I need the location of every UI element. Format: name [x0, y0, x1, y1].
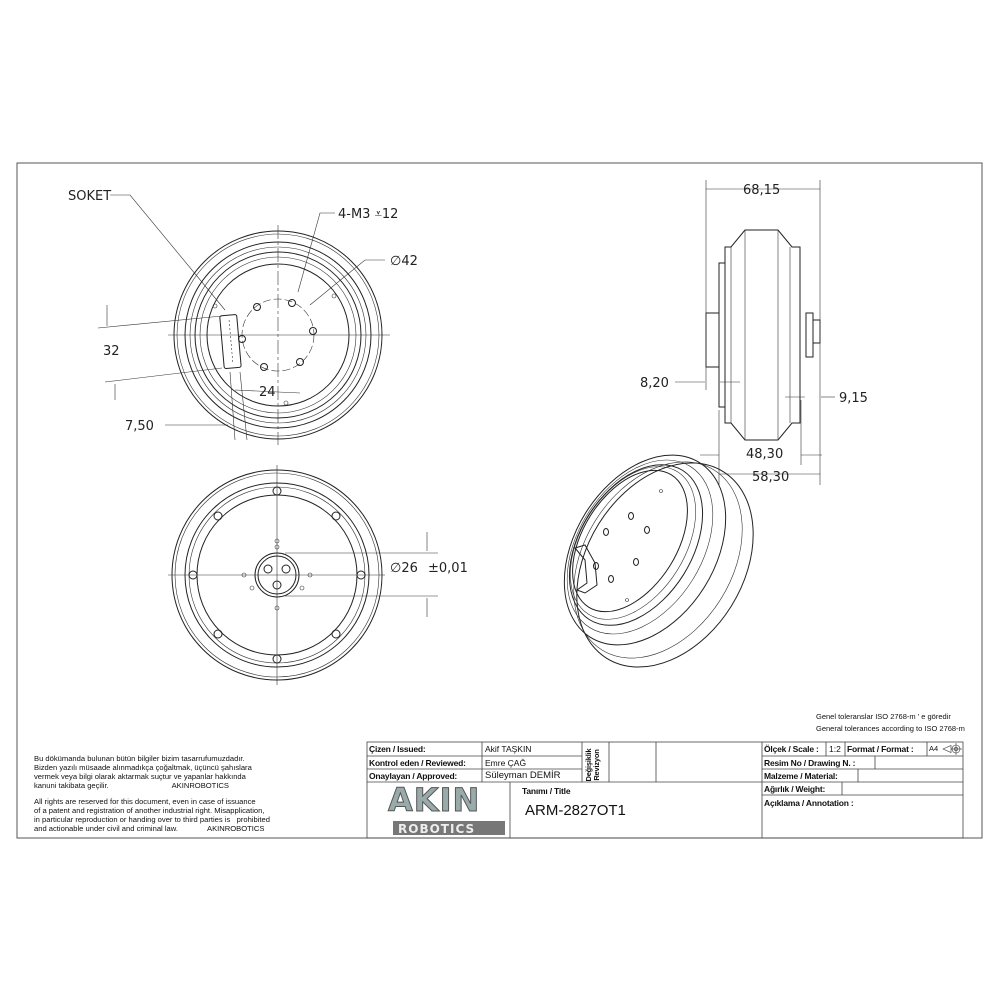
dim-48-30: 48,30 — [746, 447, 783, 462]
dim-7-50: 7,50 — [125, 419, 154, 434]
sheet-frame — [16, 162, 983, 839]
scale-value: 1:2 — [829, 744, 841, 754]
tolerance-note-en: General tolerances according to ISO 2768… — [816, 724, 965, 733]
akin-robotics-logo: AKIN ROBOTICS — [388, 781, 505, 836]
dim-8-20: 8,20 — [640, 376, 669, 391]
iso-socket — [574, 544, 598, 594]
front-view: SOKET 4-M3 ⩡12 ∅42 32 24 7,50 — [68, 189, 418, 445]
weight-label: Ağırlık / Weight: — [764, 784, 826, 794]
reviewed-value: Emre ÇAĞ — [485, 758, 527, 768]
issued-value: Akif TAŞKIN — [485, 744, 532, 754]
scale-label: Ölçek / Scale : — [764, 744, 819, 754]
diameter-42-label: ∅42 — [390, 254, 418, 269]
thread-callout: 4-M3 ⩡12 — [338, 207, 398, 222]
center-hub — [241, 538, 313, 611]
copyright-notice-en: All rights are reserved for this documen… — [34, 797, 270, 833]
svg-text:ROBOTICS: ROBOTICS — [398, 822, 475, 836]
approved-label: Onaylayan / Approved: — [369, 771, 458, 781]
svg-text:AKIN: AKIN — [388, 781, 480, 819]
diameter-26-label: ∅26 — [390, 561, 418, 576]
dim-9-15: 9,15 — [839, 391, 868, 406]
side-view: 68,15 8,20 9,15 48,30 58,30 — [640, 180, 868, 485]
bolt-holes — [188, 486, 366, 664]
title-value: ARM-2827OT1 — [525, 802, 626, 819]
revision-label: Değişiklik Revizyon — [585, 748, 601, 782]
issued-label: Çizen / Issued: — [369, 744, 426, 754]
annotation-label: Açıklama / Annotation : — [764, 798, 854, 808]
approved-value: Süleyman DEMİR — [485, 770, 561, 781]
tolerance-label: ±0,01 — [428, 561, 468, 576]
copyright-notice-tr: Bu dökümanda bulunan bütün bilgiler bizi… — [34, 754, 252, 790]
projection-symbol-icon — [942, 743, 962, 755]
isometric-view — [563, 454, 754, 668]
reviewed-label: Kontrol eden / Reviewed: — [369, 758, 466, 768]
socket-connector — [219, 314, 242, 370]
dim-24: 24 — [259, 385, 276, 400]
drawing-no-label: Resim No / Drawing N. : — [764, 758, 856, 768]
tolerance-note-tr: Genel toleranslar ISO 2768-m ' e göredir — [816, 712, 951, 721]
dim-32: 32 — [103, 344, 120, 359]
format-label: Format / Format : — [847, 744, 914, 754]
title-label: Tanımı / Title — [522, 786, 571, 796]
dim-68-15: 68,15 — [743, 183, 780, 198]
dim-58-30: 58,30 — [752, 470, 789, 485]
material-label: Malzeme / Material: — [764, 771, 838, 781]
mounting-holes — [212, 293, 337, 406]
socket-label: SOKET — [68, 189, 111, 204]
rear-view: ∅26 ±0,01 — [168, 465, 468, 685]
title-block-grid — [366, 741, 964, 839]
format-value: A4 — [929, 744, 939, 753]
iso-holes — [593, 489, 663, 602]
